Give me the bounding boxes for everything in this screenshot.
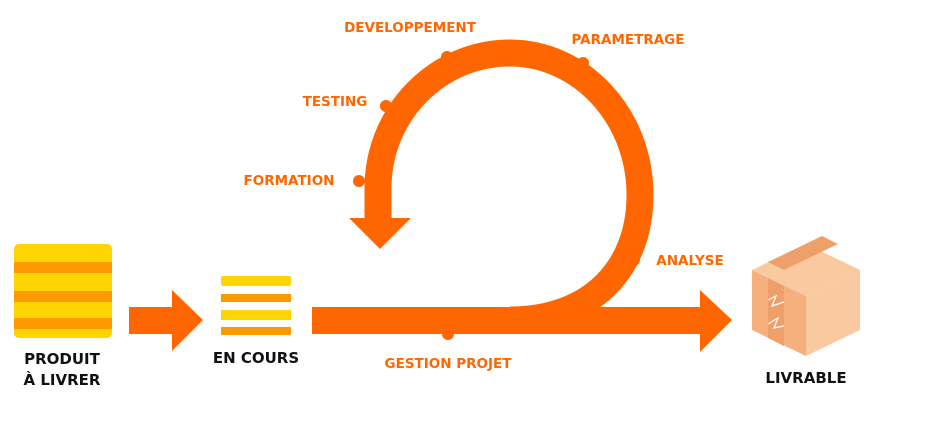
step-developpement: DEVELOPPEMENT: [344, 20, 477, 36]
marker-parametrage: [577, 57, 589, 69]
deliverable-label: LIVRABLE: [765, 369, 846, 387]
cardboard-box-icon: [752, 236, 860, 356]
in-progress-label: EN COURS: [213, 349, 299, 367]
step-testing: TESTING: [303, 94, 368, 110]
cycle-loop-arrow: [312, 39, 732, 352]
marker-gestion-projet: [442, 328, 454, 340]
step-gestion-projet: GESTION PROJET: [385, 356, 513, 372]
source-label-line2: À LIVRER: [24, 370, 101, 389]
step-analyse: ANALYSE: [656, 253, 723, 269]
marker-analyse: [628, 254, 640, 266]
step-parametrage: PARAMETRAGE: [572, 32, 685, 48]
step-formation: FORMATION: [244, 173, 335, 189]
source-label-line1: PRODUIT: [24, 350, 101, 368]
striped-stack-icon: [14, 244, 112, 338]
marker-formation: [353, 175, 365, 187]
marker-developpement: [441, 51, 453, 63]
marker-testing: [380, 100, 392, 112]
list-stack-icon: [221, 276, 291, 335]
arrow-to-in-progress: [129, 290, 203, 351]
